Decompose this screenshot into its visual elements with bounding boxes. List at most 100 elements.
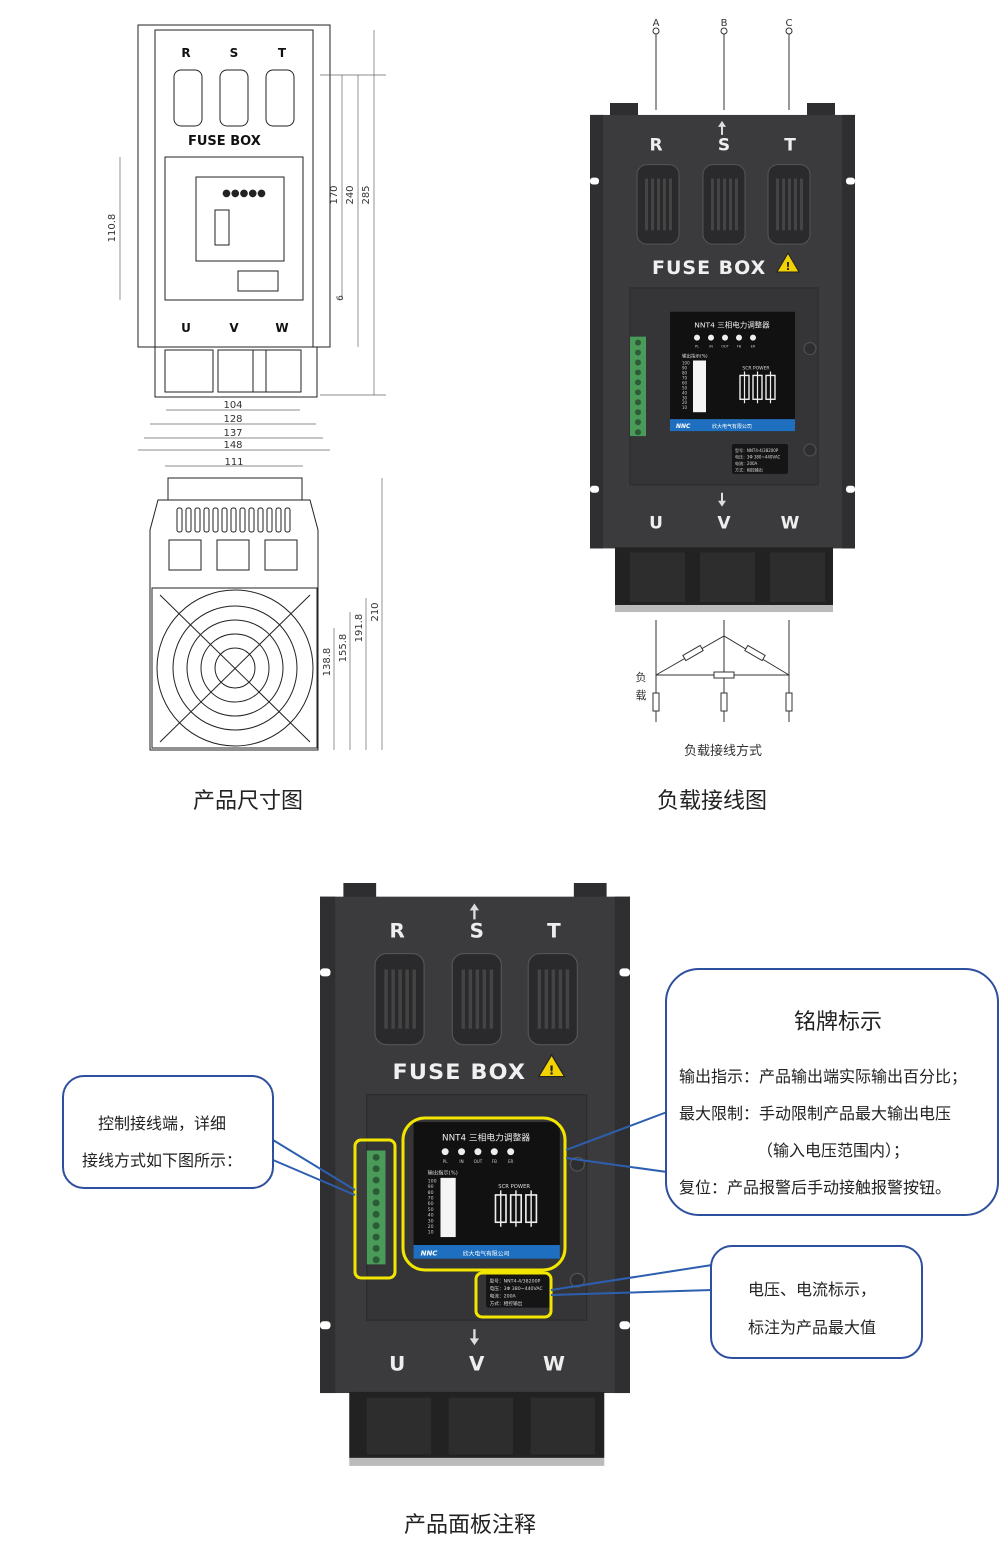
terminal-screw — [372, 1199, 380, 1207]
fuse-rib — [398, 969, 402, 1029]
scr-power-label: SCR POWER — [498, 1184, 530, 1190]
nameplate-line: 方式：相控输出 — [490, 1300, 523, 1307]
mount-notch — [619, 1321, 630, 1330]
screw — [569, 1272, 585, 1288]
display-panel — [413, 1122, 560, 1246]
arrow-up-icon — [469, 903, 480, 920]
front-fuse-label: FUSE BOX — [188, 134, 261, 149]
terminal-screw — [372, 1222, 380, 1230]
scr-power-label: SCR POWER — [742, 365, 769, 371]
dim-label: 240 — [345, 185, 356, 204]
scale-tick-label: 70 — [428, 1196, 434, 1202]
dim-label: 170 — [329, 185, 340, 204]
lower-callout-line: 电压、电流标示， — [748, 1280, 877, 1299]
terminal-screw — [372, 1153, 380, 1161]
side-terminal — [264, 539, 298, 571]
output-terminal-label: W — [543, 1353, 565, 1376]
dim-label: 110.8 — [107, 214, 118, 243]
side-vent — [230, 507, 237, 533]
front-input-label: S — [230, 46, 239, 60]
base-plate — [615, 605, 833, 613]
fuse-rib — [482, 969, 487, 1029]
fan-guard-ring — [186, 619, 284, 717]
scale-tick-label: 100 — [428, 1178, 437, 1184]
brand-strip — [413, 1245, 560, 1259]
side-vent — [248, 507, 255, 533]
dimension-caption: 产品尺寸图 — [192, 789, 304, 814]
fuse-rib — [565, 969, 570, 1029]
load-caption: 负载接线方式 — [684, 743, 762, 759]
dim-label: 6 — [336, 295, 346, 301]
side-body — [149, 499, 319, 751]
right-callout-line: 复位：产品报警后手动接触报警按钮。 — [679, 1178, 952, 1197]
side-vent — [221, 507, 228, 533]
heatsink-fin-group — [770, 552, 825, 603]
fuse-rib — [788, 178, 791, 231]
terminal-screw — [635, 389, 641, 396]
highlight-display — [401, 1116, 567, 1272]
nameplate-line: 型号：NNT4-4/38200P — [735, 448, 779, 453]
scale-tick-label: 10 — [428, 1230, 434, 1236]
warning-icon — [776, 252, 800, 273]
front-fin — [164, 349, 214, 393]
fuse-rib — [558, 969, 563, 1029]
front-fin — [252, 349, 302, 393]
indicator-led — [507, 1148, 515, 1156]
side-rail — [320, 896, 336, 1394]
fan-guard-ring — [200, 633, 270, 703]
front-input-label: R — [181, 46, 190, 60]
nameplate-line: 方式：相控输出 — [735, 467, 763, 472]
left-callout-line: 控制接线端，详细 — [98, 1114, 227, 1133]
terminal-screw — [372, 1256, 380, 1264]
wiring-caption: 负载接线图 — [656, 789, 768, 814]
nameplate — [486, 1273, 552, 1308]
input-terminal-label: R — [390, 920, 405, 943]
scale-tick-label: 100 — [682, 360, 690, 365]
indicator-led — [722, 334, 728, 341]
fan-guard-ring — [156, 589, 314, 747]
fuse-rib — [384, 969, 388, 1029]
output-terminal-label: V — [717, 513, 731, 533]
scale-tick-label: 30 — [682, 395, 688, 400]
heatsink-fin-group — [630, 552, 685, 603]
heatsink-fin-group — [448, 1397, 514, 1455]
callout-pointer — [565, 1111, 668, 1173]
terminal-screw — [372, 1245, 380, 1252]
nameplate-line: 电压：3Φ 380~440VAC — [735, 454, 781, 459]
dim-label: 111 — [224, 457, 243, 468]
front-display — [195, 176, 285, 262]
right-callout-title: 铭牌标示 — [793, 1010, 882, 1035]
indicator-led — [694, 334, 700, 341]
mount-notch — [619, 968, 630, 977]
screw — [803, 443, 817, 457]
screw — [803, 342, 817, 356]
right-callout-line: 最大限制：手动限制产品最大输出电压 — [679, 1104, 952, 1123]
dim-label: 138.8 — [322, 648, 333, 677]
scale-tick-label: 60 — [682, 380, 688, 385]
panel-title: NNT4 三相电力调整器 — [694, 320, 770, 330]
base-plate — [349, 1457, 605, 1466]
phase-label: C — [786, 18, 793, 29]
arrow-down-icon — [469, 1329, 480, 1346]
indicator-led — [750, 334, 756, 341]
fuse-rib — [735, 178, 738, 231]
side-vent — [176, 507, 183, 533]
scale-tick-label: 50 — [428, 1207, 434, 1213]
scale-tick-label: 90 — [428, 1184, 434, 1190]
front-output-label: W — [275, 321, 288, 335]
side-rail — [614, 896, 630, 1394]
terminal-screw — [635, 349, 641, 356]
front-output-label: U — [181, 321, 191, 335]
dim-label: 148 — [223, 440, 242, 451]
scale-tick-label: 10 — [682, 405, 688, 410]
terminal-screw — [635, 379, 641, 386]
fuse-rib — [475, 969, 480, 1029]
side-terminal — [216, 539, 250, 571]
scale-tick-label: 30 — [428, 1218, 434, 1224]
fuse-rib — [405, 969, 409, 1029]
side-rail — [590, 114, 603, 549]
terminal-screw — [635, 369, 641, 376]
delta-resistor — [713, 671, 735, 679]
fan-guard-ring — [214, 647, 256, 689]
